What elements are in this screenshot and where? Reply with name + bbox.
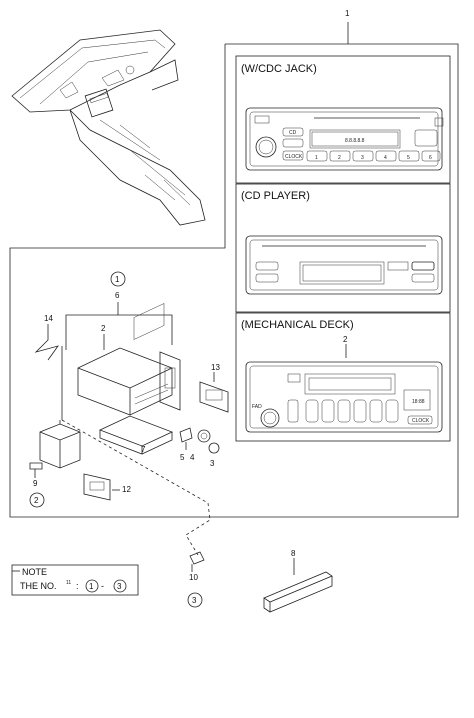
note-number: 11 [66, 580, 71, 586]
circled-3: 3 [192, 596, 197, 605]
mounting-cage-left [39, 420, 81, 469]
dashboard-illustration [11, 29, 206, 226]
bracket-13 [199, 381, 229, 413]
note-title: NOTE [22, 567, 47, 577]
cdc-jack-panel [235, 55, 451, 184]
cover-plate-8 [263, 571, 333, 613]
note-dash: - [101, 581, 104, 591]
bracket-6 [65, 314, 173, 350]
wire-harness-14 [34, 324, 59, 361]
circled-3-ring [187, 592, 203, 608]
mech-display-text: 18:88 [412, 399, 425, 405]
mechanical-deck-radio: 18:88 CLOCK FAD [245, 361, 443, 433]
cdc-button-4: 4 [384, 155, 387, 161]
bracket-12 [83, 473, 111, 501]
circled-1-group: 1 6 [110, 271, 126, 300]
cdc-jack-title: (W/CDC JACK) [241, 63, 317, 75]
cd-player-title: (CD PLAYER) [241, 190, 310, 202]
callout-9: 9 [33, 479, 38, 488]
cdc-cd-label: CD [289, 130, 297, 136]
callout-10: 10 [189, 573, 198, 582]
mech-clock-label: CLOCK [412, 418, 430, 424]
callout-2-mech: 2 [343, 335, 348, 344]
callout-14: 14 [44, 314, 53, 323]
dashed-connection [61, 419, 211, 556]
circled-2: 2 [34, 496, 39, 505]
knob-4 [197, 429, 211, 443]
callout-4: 4 [190, 453, 195, 462]
mech-fad-label: FAD [252, 404, 262, 410]
cdc-button-1: 1 [315, 155, 318, 161]
cdc-jack-radio: CD CLOCK 8.8.8.8.8 [245, 107, 444, 171]
note-circled-3: 3 [117, 582, 122, 591]
cd-player-panel [235, 183, 451, 313]
note-circled-1: 1 [89, 582, 94, 591]
cdc-button-6: 6 [429, 155, 432, 161]
cdc-clock-label: CLOCK [285, 154, 303, 160]
main-outline [9, 43, 459, 518]
callout-5: 5 [180, 453, 185, 462]
cdc-display-text: 8.8.8.8.8 [345, 138, 365, 144]
callout-2-assembly: 2 [101, 324, 106, 333]
callout-1: 1 [345, 9, 350, 18]
side-bracket-right [159, 351, 181, 411]
cdc-button-3: 3 [361, 155, 364, 161]
callout-12: 12 [122, 485, 131, 494]
note-box: NOTE THE NO. 11 : 1 - 3 [11, 564, 139, 596]
screw-9 [29, 462, 43, 478]
circled-1: 1 [115, 275, 120, 284]
cdc-preset-buttons: 1 2 3 4 5 6 [306, 150, 441, 162]
knob-3 [208, 442, 220, 454]
radio-unit-box [77, 303, 173, 416]
trim-plate-7 [98, 415, 174, 455]
callout-3: 3 [210, 459, 215, 468]
cdc-button-5: 5 [407, 155, 410, 161]
mechanical-deck-panel [235, 312, 451, 442]
callout-8: 8 [291, 549, 296, 558]
screw-10 [189, 551, 205, 572]
note-prefix: THE NO. [20, 581, 57, 591]
callout-6: 6 [115, 291, 120, 300]
callout-13: 13 [211, 363, 220, 372]
cd-player-radio [245, 235, 443, 295]
mechanical-deck-title: (MECHANICAL DECK) [241, 319, 354, 331]
note-colon: : [76, 581, 79, 591]
cdc-button-2: 2 [338, 155, 341, 161]
callout-7: 7 [141, 445, 146, 454]
circled-2-ring [29, 492, 45, 508]
fastener-5 [179, 427, 193, 450]
